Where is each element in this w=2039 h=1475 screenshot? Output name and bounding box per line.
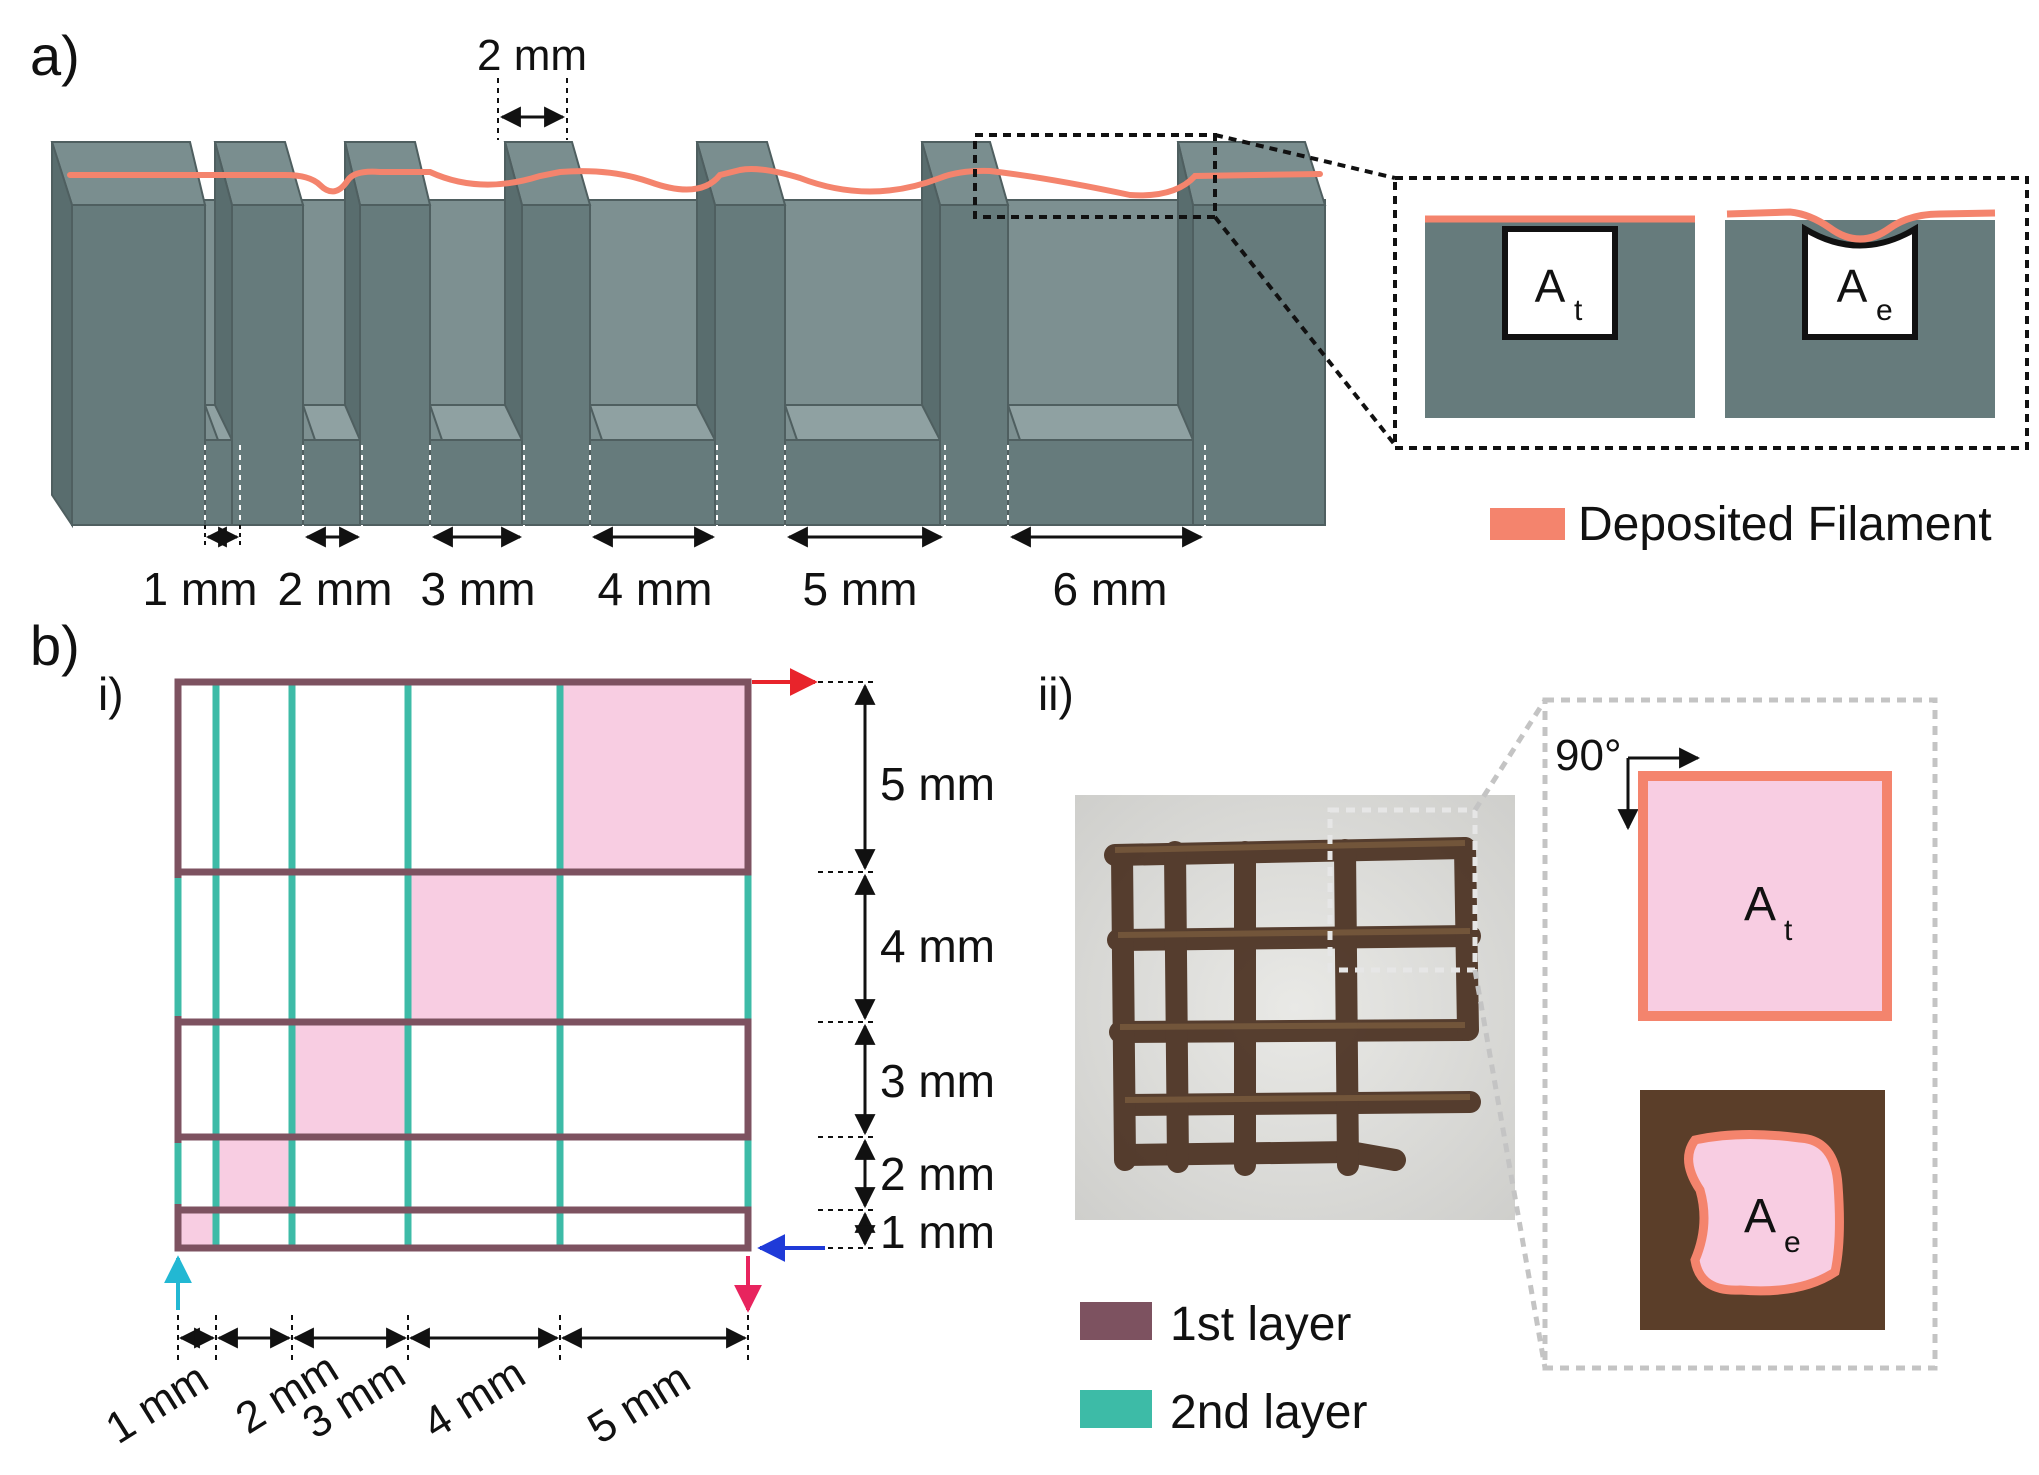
gap-label-6: 6 mm [1053, 563, 1168, 615]
angle-label: 90° [1555, 731, 1622, 780]
inset-right-sub: e [1876, 294, 1893, 327]
col-label-1: 1 mm [97, 1354, 216, 1454]
filament-swatch [1490, 508, 1565, 540]
zoom-panel [1542, 697, 1938, 1371]
gap-label-1: 1 mm [143, 563, 258, 615]
gap-label-4: 4 mm [598, 563, 713, 615]
panel-b-ii-label: ii) [1038, 668, 1074, 720]
column-dimensions: 1 mm 2 mm 3 mm 4 mm 5 mm [97, 1315, 749, 1454]
inset-experimental: A e [1725, 208, 1996, 418]
test-block [50, 141, 1327, 529]
pore-4mm [408, 872, 560, 1022]
col-label-5: 5 mm [579, 1354, 698, 1454]
pore-2mm [216, 1137, 292, 1210]
inset-right-A: A [1837, 260, 1868, 312]
layer1-path [174, 678, 752, 1252]
deposited-filament-line [67, 166, 1323, 199]
zoom-top-sub: t [1784, 914, 1793, 947]
pore-1mm [178, 1210, 216, 1248]
layer-legend: 1st layer 2nd layer [1080, 1298, 1367, 1439]
print-path-grid [174, 678, 752, 1252]
panel-b-label: b) [30, 614, 80, 677]
zoom-indicator [973, 133, 2029, 450]
gap-label-5: 5 mm [803, 563, 918, 615]
legend-label-layer2: 2nd layer [1170, 1386, 1367, 1439]
legend-swatch-layer1 [1080, 1302, 1152, 1340]
zoom-connector [1472, 969, 1548, 1369]
inset-left-sub: t [1574, 294, 1583, 327]
legend-label-layer1: 1st layer [1170, 1298, 1351, 1351]
row-label-1: 1 mm [880, 1206, 995, 1258]
pore-5mm [560, 682, 748, 872]
zoom-top-A: A [1744, 878, 1776, 931]
gap-dimensions: 1 mm 2 mm 3 mm 4 mm 5 mm 6 mm [143, 445, 1206, 615]
zoom-connector [1472, 698, 1548, 812]
theoretical-pore: A t [1638, 771, 1892, 1021]
legend-swatch-layer2 [1080, 1390, 1152, 1428]
row-label-3: 3 mm [880, 1055, 995, 1107]
top-gap-label: 2 mm [477, 31, 587, 80]
angle-indicator: 90° [1555, 731, 1701, 831]
row-label-2: 2 mm [880, 1148, 995, 1200]
top-gap-dimension: 2 mm [477, 31, 587, 140]
col-label-4: 4 mm [414, 1349, 533, 1449]
row-label-4: 4 mm [880, 920, 995, 972]
filament-legend-label: Deposited Filament [1578, 498, 1992, 551]
experimental-pore: A e [1640, 1090, 1885, 1330]
row-dimensions: 5 mm 4 mm 3 mm 2 mm 1 mm [818, 681, 995, 1258]
zoom-bottom-A: A [1744, 1190, 1776, 1243]
inset-left-A: A [1535, 260, 1566, 312]
scaffold-photo [1075, 795, 1515, 1220]
panel-b-i-label: i) [98, 668, 124, 720]
zoom-bottom-sub: e [1784, 1226, 1801, 1259]
row-label-5: 5 mm [880, 758, 995, 810]
gap-label-3: 3 mm [421, 563, 536, 615]
filament-legend: Deposited Filament [1490, 498, 1992, 551]
panel-a-label: a) [30, 24, 80, 87]
inset-theoretical: A t [1425, 215, 1695, 418]
gap-label-2: 2 mm [278, 563, 393, 615]
pore-3mm [292, 1022, 408, 1137]
